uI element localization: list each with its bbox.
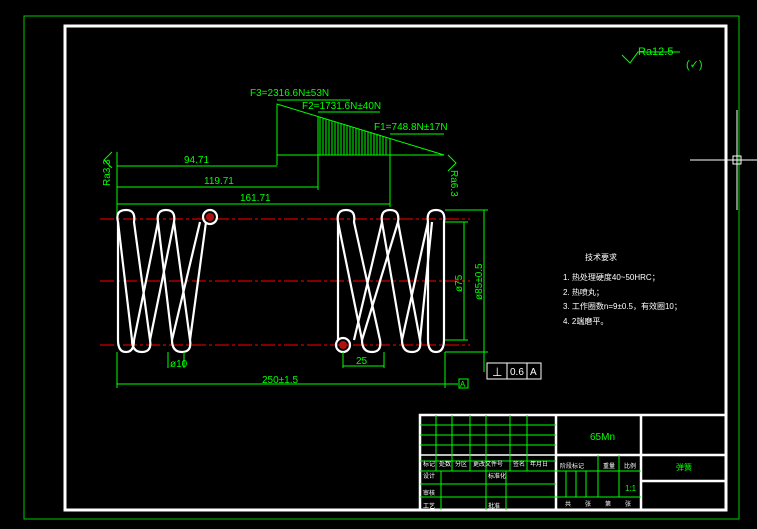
force-f3-label: F3=2316.6N±53N [250, 88, 329, 99]
tolerance-frame: ⊥ 0.6 A [486, 362, 542, 380]
wire-section-top [206, 213, 214, 221]
force-f2-label: F2=1731.6N±40N [302, 101, 381, 112]
bottom-dimension-lines [116, 352, 458, 388]
force-diagram [276, 99, 445, 165]
title-block: 65Mn 弹簧 1:1 标记 处数 分区 更改文件号 签名 年月日 设计 标准化… [418, 413, 728, 512]
review-standard: 标准化 [488, 472, 506, 480]
sheet-total: 共 [565, 500, 571, 508]
dim-free-length: 250±1.5 [262, 375, 299, 386]
tolerance-value: 0.6 [510, 367, 524, 378]
tech-req-item: 2. 热喷丸； [563, 287, 604, 297]
general-roughness-symbol: Ra12.5 (✓) [621, 46, 703, 71]
review-process: 工艺 [423, 502, 435, 510]
drawing-frame [63, 24, 728, 512]
row-label-change: 更改文件号 [473, 460, 503, 468]
sheet-unit-b: 张 [625, 500, 631, 508]
sheet-index: 第 [605, 500, 611, 508]
row-label-zone: 分区 [455, 460, 467, 468]
diameter-dims [445, 209, 488, 372]
right-roughness-symbol: Ra6.3 [447, 154, 459, 197]
force-f1-label: F1=748.8N±17N [374, 122, 448, 133]
datum-label: A [460, 380, 466, 389]
outer-border [23, 15, 740, 520]
crosshair-cursor-icon [690, 110, 757, 210]
dim-outer-diameter: ø85±0.5 [474, 263, 485, 300]
tolerance-symbol: ⊥ [492, 365, 502, 379]
stage-scale: 比例 [624, 462, 636, 470]
material-label: 65Mn [590, 432, 615, 443]
review-check: 审核 [423, 489, 435, 497]
spring-body [116, 208, 446, 354]
dim-l3: 161.71 [240, 193, 271, 204]
dim-pitch: 25 [356, 356, 368, 367]
row-label-date: 年月日 [530, 460, 548, 468]
tech-req-item: 1. 热处理硬度40~50HRC； [563, 272, 660, 282]
left-roughness-label: Ra3.3 [102, 159, 113, 186]
right-roughness-label: Ra6.3 [448, 170, 459, 197]
dim-l2: 119.71 [204, 176, 234, 187]
sheet-unit-a: 张 [585, 500, 591, 508]
part-name-label: 弹簧 [676, 462, 692, 472]
dim-wire-diameter: ø10 [170, 359, 188, 370]
tech-requirements: 技术要求 1. 热处理硬度40~50HRC； 2. 热喷丸； 3. 工作圈数n=… [563, 252, 682, 326]
dim-inner-diameter: ø75 [454, 274, 465, 292]
scale-label: 1:1 [625, 484, 637, 493]
stage-weight: 重量 [603, 462, 615, 470]
force-hatch [319, 117, 387, 155]
row-label-sign: 签名 [513, 460, 525, 468]
left-roughness-symbol: Ra3.3 [102, 151, 113, 186]
top-dimension-lines [116, 152, 391, 215]
review-design: 设计 [423, 472, 435, 480]
stage-mark: 阶段标记 [560, 462, 584, 470]
tech-req-title: 技术要求 [585, 252, 617, 262]
datum-box [458, 378, 469, 389]
tech-req-item: 4. 2端磨平。 [563, 316, 608, 326]
row-label-count: 处数 [439, 460, 451, 468]
review-approve: 批准 [488, 502, 500, 510]
general-roughness-label: Ra12.5 [638, 46, 673, 58]
dim-l1: 94.71 [184, 155, 209, 166]
tech-req-item: 3. 工作圈数n=9±0.5，有效圈10； [563, 301, 682, 311]
wire-section-bottom [339, 341, 347, 349]
row-label-mark: 标记 [423, 460, 435, 468]
general-roughness-suffix: (✓) [686, 59, 703, 71]
tolerance-datum: A [530, 367, 537, 378]
